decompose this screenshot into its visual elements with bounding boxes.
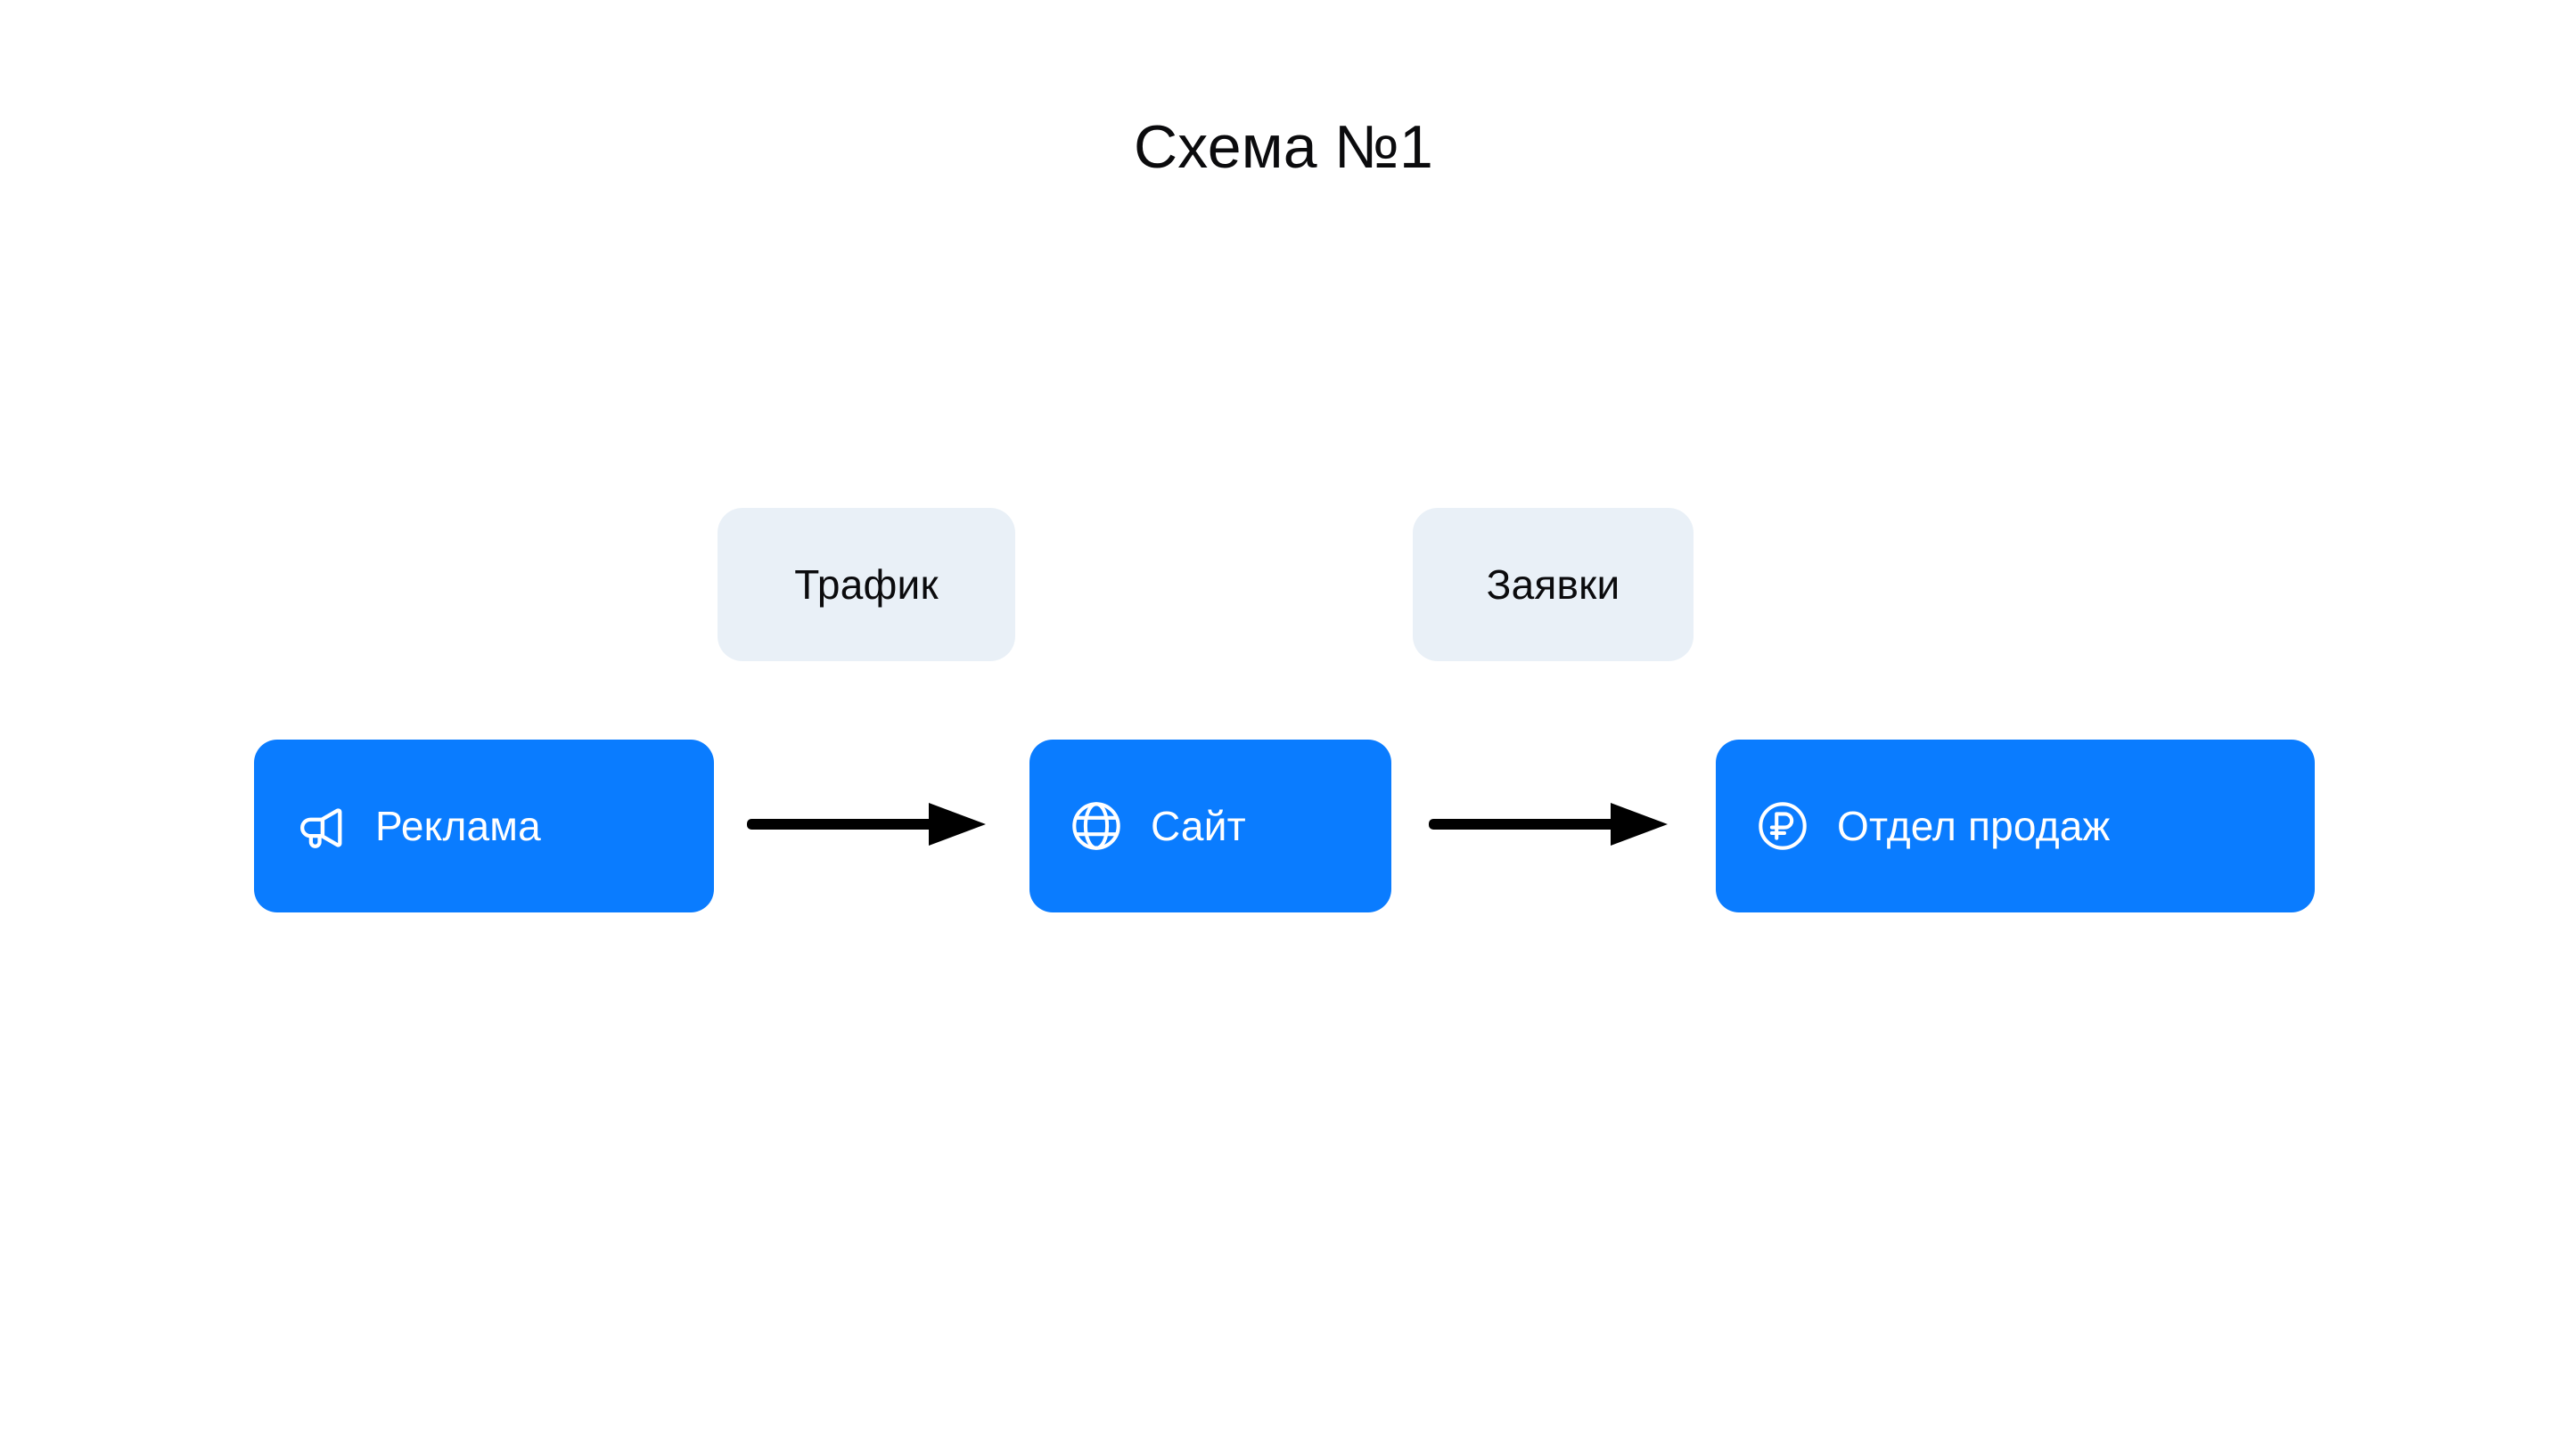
edge-label-traffic: Трафик: [718, 508, 1015, 661]
flow-node-site[interactable]: Сайт: [1029, 740, 1391, 912]
flow-node-sales-label: Отдел продаж: [1837, 803, 2111, 849]
edge-label-leads: Заявки: [1413, 508, 1694, 661]
globe-icon: [1069, 798, 1124, 854]
ruble-circle-icon: [1755, 798, 1810, 854]
arrow-ads-to-site: [747, 796, 989, 853]
flow-node-ads[interactable]: Реклама: [254, 740, 714, 912]
edge-label-leads-text: Заявки: [1486, 561, 1620, 608]
flow-node-sales[interactable]: Отдел продаж: [1716, 740, 2315, 912]
edge-label-traffic-text: Трафик: [794, 561, 939, 608]
flow-node-ads-label: Реклама: [375, 803, 541, 849]
flow-node-site-label: Сайт: [1151, 803, 1246, 849]
page-title: Схема №1: [1134, 113, 1433, 181]
arrow-site-to-sales: [1429, 796, 1671, 853]
megaphone-icon: [293, 798, 349, 854]
